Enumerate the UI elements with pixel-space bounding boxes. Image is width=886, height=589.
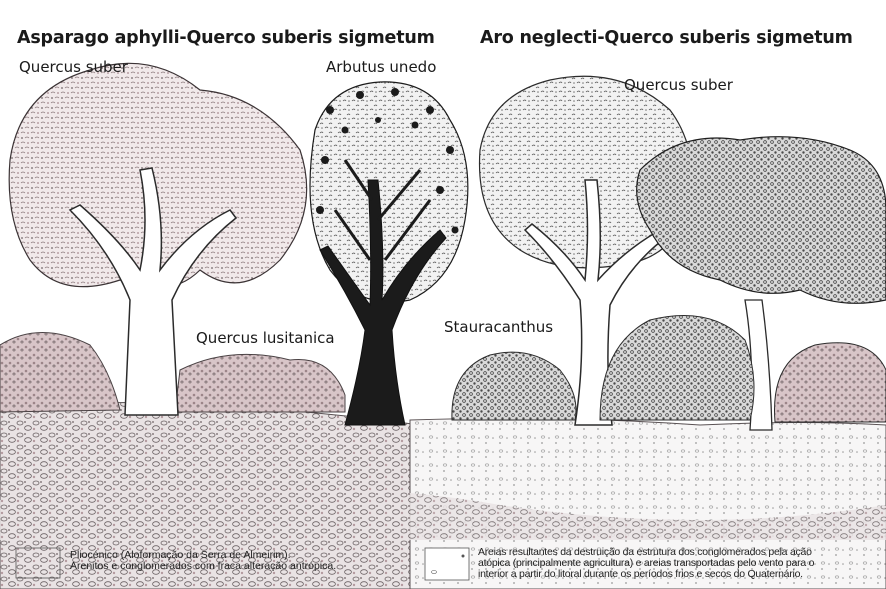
legend-sands-text: Areias resultantes da destruição da estr… bbox=[478, 547, 814, 580]
label-quercus-lusitanica: Quercus lusitanica bbox=[196, 329, 335, 347]
title-asparago-sigmetum: Asparago aphylli-Querco suberis sigmetum bbox=[17, 28, 435, 48]
legend-pliocene-line-2: Arenitos e conglomerados com fraca alter… bbox=[70, 561, 336, 572]
label-arbutus-unedo: Arbutus unedo bbox=[326, 58, 436, 76]
legend-sand-swatch bbox=[425, 548, 469, 580]
label-quercus-suber-left: Quercus suber bbox=[19, 58, 128, 76]
legend-pliocene-swatch bbox=[16, 548, 60, 578]
legend-sands-line-3: interior a partir do litoral durante os … bbox=[478, 569, 814, 580]
label-stauracanthus: Stauracanthus bbox=[444, 318, 553, 336]
title-aro-sigmetum: Aro neglecti-Querco suberis sigmetum bbox=[480, 28, 853, 48]
label-quercus-suber-right: Quercus suber bbox=[624, 76, 733, 94]
arbutus-unedo-tree bbox=[310, 82, 468, 425]
legend-pliocene-text: Pliocénico (Aloformação da Serra de Alme… bbox=[70, 550, 336, 572]
